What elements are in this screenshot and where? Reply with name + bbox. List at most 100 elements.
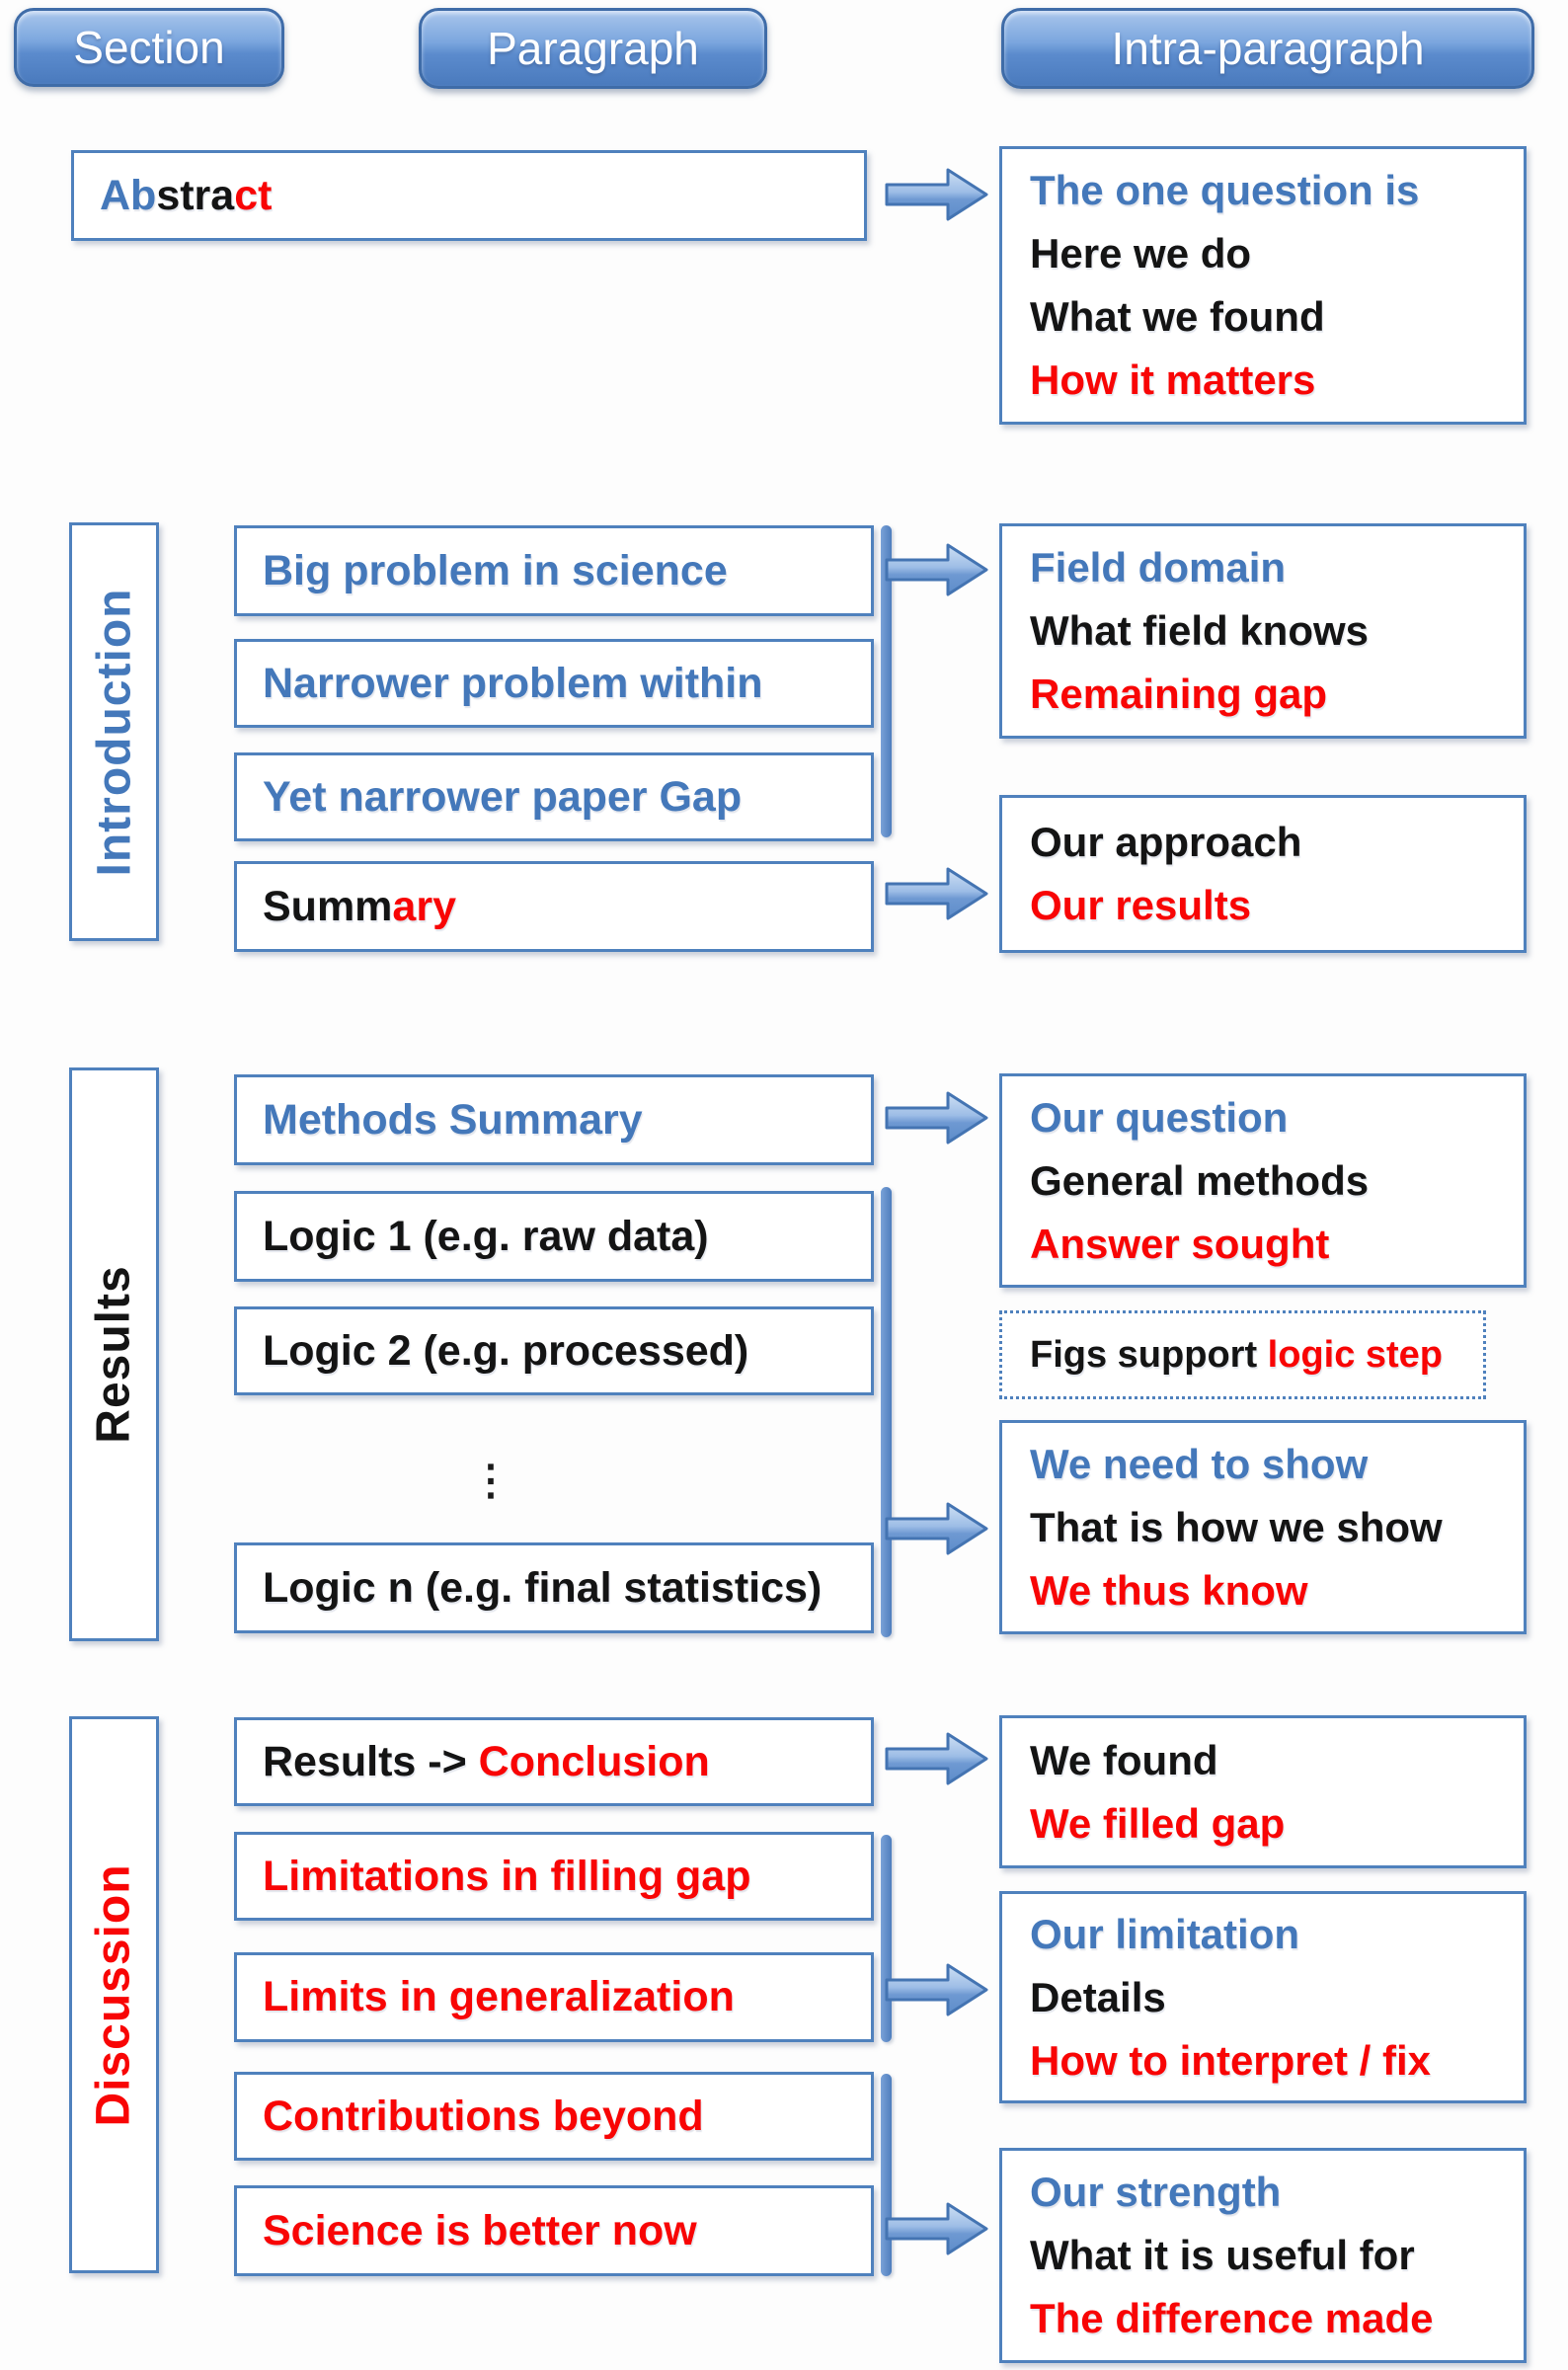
- paragraph-box-results-logic-2: Logic 2 (e.g. processed): [234, 1306, 874, 1395]
- arrow-right-icon: [885, 1963, 988, 2016]
- text-segment: Our question: [1030, 1093, 1289, 1141]
- box-text: Yet narrower paper Gap: [263, 773, 742, 822]
- text-line: Remaining gap: [1030, 663, 1496, 726]
- button-label: Section: [73, 22, 225, 73]
- text-segment: Field domain: [1030, 544, 1287, 591]
- section-label-results: Results: [69, 1067, 159, 1641]
- text-segment: Our limitation: [1030, 1910, 1299, 1957]
- bracket-bar: [881, 2074, 892, 2276]
- paragraph-box-results-logic-1: Logic 1 (e.g. raw data): [234, 1191, 874, 1282]
- text-segment: Results ->: [263, 1737, 479, 1785]
- text-line: General methods: [1030, 1149, 1496, 1213]
- paragraph-box-abstract: Abstract: [71, 150, 867, 241]
- bracket-bar: [881, 1835, 892, 2042]
- box-text: Limitations in filling gap: [263, 1853, 750, 1901]
- box-text: Science is better now: [263, 2207, 697, 2255]
- text-segment: How to interpret / fix: [1030, 2036, 1432, 2084]
- paragraph-box-discussion-results-conclusion: Results -> Conclusion: [234, 1717, 874, 1806]
- text-segment: That is how we show: [1030, 1503, 1443, 1550]
- text-segment: Big problem in science: [263, 546, 728, 594]
- text-segment: Details: [1030, 1973, 1166, 2020]
- paragraph-box-intro-summary: Summary: [234, 861, 874, 952]
- text-segment: Figs support: [1030, 1334, 1268, 1376]
- arrow-right-icon: [885, 867, 988, 920]
- bracket-bar: [881, 525, 892, 837]
- text-line: Figs support logic step: [1030, 1323, 1455, 1386]
- text-segment: The difference made: [1030, 2295, 1434, 2341]
- text-segment: Narrower problem within: [263, 659, 763, 707]
- text-line: The difference made: [1030, 2287, 1496, 2350]
- text-line: Here we do: [1030, 222, 1496, 285]
- arrow-right-icon: [885, 168, 988, 221]
- paragraph-box-discussion-contributions: Contributions beyond: [234, 2072, 874, 2161]
- text-line: We found: [1030, 1729, 1496, 1792]
- text-segment: Answer sought: [1030, 1220, 1330, 1267]
- text-segment: What it is useful for: [1030, 2232, 1415, 2278]
- text-segment: Here we do: [1030, 230, 1252, 276]
- text-segment: Logic 2 (e.g. processed): [263, 1326, 749, 1375]
- text-segment: Science is better now: [263, 2206, 697, 2254]
- arrow-right-icon: [885, 2202, 988, 2255]
- text-segment: Ab: [100, 171, 157, 219]
- text-line: Answer sought: [1030, 1213, 1496, 1276]
- text-line: Our limitation: [1030, 1903, 1496, 1966]
- text-segment: ary: [392, 882, 456, 930]
- section-label-text: Introduction: [88, 588, 140, 876]
- arrow-right-icon: [885, 543, 988, 596]
- text-line: We filled gap: [1030, 1792, 1496, 1856]
- text-line: We need to show: [1030, 1433, 1496, 1496]
- arrow-right-icon: [885, 1091, 988, 1145]
- text-segment: Yet narrower paper Gap: [263, 772, 743, 821]
- text-segment: Limits in generalization: [263, 1973, 735, 2020]
- text-segment: Conclusion: [478, 1737, 710, 1785]
- text-line: What field knows: [1030, 599, 1496, 663]
- text-segment: How it matters: [1030, 356, 1316, 403]
- box-text: Narrower problem within: [263, 660, 763, 708]
- box-text: Logic 1 (e.g. raw data): [263, 1213, 709, 1261]
- text-segment: The one question is: [1030, 167, 1420, 213]
- box-text: Abstract: [100, 172, 272, 220]
- text-segment: Limitations in filling gap: [263, 1852, 751, 1900]
- text-segment: logic step: [1267, 1334, 1444, 1376]
- intra-box-results-figs: Figs support logic step: [999, 1310, 1486, 1399]
- text-line: The one question is: [1030, 159, 1496, 222]
- text-line: What it is useful for: [1030, 2224, 1496, 2287]
- box-text: Summary: [263, 883, 456, 931]
- text-line: How it matters: [1030, 349, 1496, 412]
- section-label-discussion: Discussion: [69, 1716, 159, 2273]
- text-segment: We thus know: [1030, 1566, 1308, 1614]
- header-button-section: Section: [14, 8, 284, 87]
- paragraph-box-discussion-limitations: Limitations in filling gap: [234, 1832, 874, 1921]
- box-text: Contributions beyond: [263, 2093, 704, 2141]
- intra-box-abstract-intra: The one question is Here we do What we fou…: [999, 146, 1527, 425]
- box-text: Logic n (e.g. final statistics): [263, 1564, 822, 1613]
- text-segment: What we found: [1030, 293, 1325, 340]
- arrow-right-icon: [885, 1502, 988, 1555]
- text-segment: Summ: [263, 882, 393, 930]
- button-label: Intra-paragraph: [1111, 23, 1425, 74]
- header-button-paragraph: Paragraph: [419, 8, 767, 89]
- text-line: Our approach: [1030, 811, 1496, 874]
- text-line: Our results: [1030, 874, 1496, 937]
- text-segment: Our strength: [1030, 2169, 1282, 2215]
- box-text: Limits in generalization: [263, 1973, 735, 2021]
- text-segment: ct: [234, 171, 273, 219]
- paragraph-box-intro-yet-narrower: Yet narrower paper Gap: [234, 752, 874, 841]
- text-line: Our question: [1030, 1086, 1496, 1149]
- text-line: Details: [1030, 1966, 1496, 2029]
- text-line: We thus know: [1030, 1559, 1496, 1622]
- paragraph-box-discussion-science: Science is better now: [234, 2185, 874, 2276]
- section-label-text: Results: [88, 1265, 141, 1444]
- vertical-ellipsis-icon: ⋮: [470, 1456, 511, 1503]
- box-text: Logic 2 (e.g. processed): [263, 1327, 748, 1376]
- text-line: That is how we show: [1030, 1496, 1496, 1559]
- text-segment: stra: [156, 171, 235, 219]
- text-line: How to interpret / fix: [1030, 2029, 1496, 2093]
- section-label-text: Discussion: [88, 1862, 141, 2127]
